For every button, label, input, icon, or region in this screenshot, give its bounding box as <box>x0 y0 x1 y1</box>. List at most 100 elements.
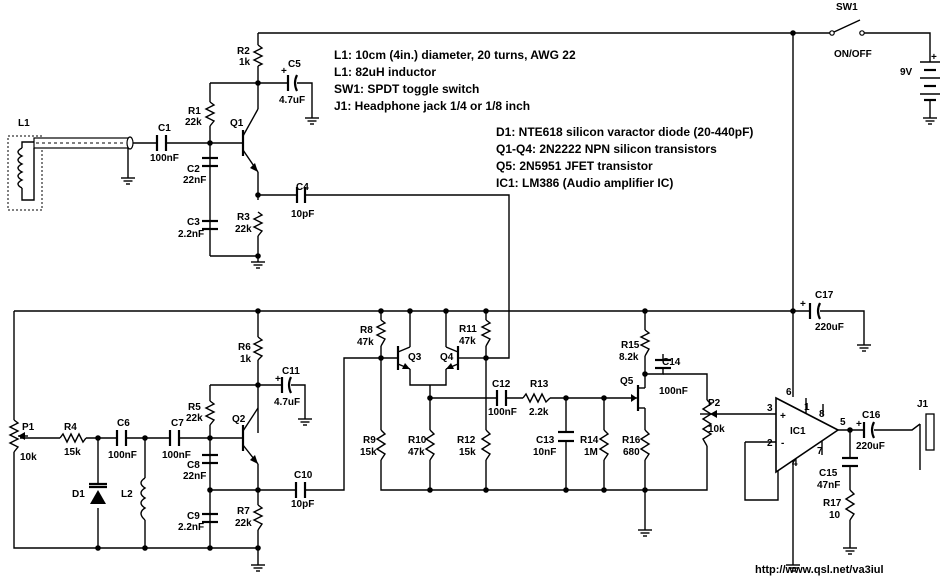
label-c14-value: 100nF <box>659 386 688 397</box>
label-r11: R11 <box>459 324 477 335</box>
label-pin5: 5 <box>840 417 846 428</box>
label-c6: C6 <box>117 418 130 429</box>
c3-symbol <box>202 219 218 231</box>
r11-symbol <box>480 319 492 347</box>
c1-symbol <box>155 135 168 151</box>
ic1-amplifier <box>775 396 840 474</box>
label-battery: 9V <box>900 67 913 78</box>
battery-9v <box>920 61 940 102</box>
label-c8-value: 22nF <box>183 471 206 482</box>
label-pin2: 2 <box>767 438 773 449</box>
label-c17: C17 <box>815 290 834 301</box>
label-r7-value: 22k <box>235 518 252 529</box>
label-r10: R10 <box>408 435 427 446</box>
c16-symbol <box>862 421 875 439</box>
c6-symbol <box>115 430 128 446</box>
r7-symbol <box>252 504 264 531</box>
label-c7: C7 <box>171 418 184 429</box>
note-2: L1: 82uH inductor <box>334 65 436 79</box>
c8-symbol <box>202 453 218 465</box>
label-j1: J1 <box>917 399 929 410</box>
label-c4-value: 10pF <box>291 209 314 220</box>
label-r4-value: 15k <box>64 447 81 458</box>
label-r5: R5 <box>188 402 201 413</box>
j1-jack <box>911 413 935 451</box>
label-r10-value: 47k <box>408 447 425 458</box>
label-p2: P2 <box>708 398 721 409</box>
note-4: J1: Headphone jack 1/4 or 1/8 inch <box>334 99 530 113</box>
label-c3: C3 <box>187 217 200 228</box>
label-c5-plus: + <box>281 66 287 77</box>
label-c12-value: 100nF <box>488 407 517 418</box>
label-pin7: 7 <box>817 446 823 457</box>
note-5: D1: NTE618 silicon varactor diode (20-44… <box>496 125 753 139</box>
label-battery-plus: + <box>931 52 937 63</box>
label-q5: Q5 <box>620 376 634 387</box>
r15-symbol <box>639 329 651 357</box>
r2-symbol <box>252 44 264 67</box>
r3-symbol <box>252 211 264 237</box>
website-url[interactable]: http://www.qsl.net/va3iul <box>755 564 884 576</box>
label-q3: Q3 <box>408 352 422 363</box>
component-labels: R2 1k C5 + 4.7uF R1 22k Q1 L1 C1 100nF C… <box>18 2 937 533</box>
label-c16-plus: + <box>856 419 862 430</box>
label-c11-value: 4.7uF <box>274 397 300 408</box>
note-1: L1: 10cm (4in.) diameter, 20 turns, AWG … <box>334 48 576 62</box>
label-ic1: IC1 <box>790 426 806 437</box>
label-p1-value: 10k <box>20 452 37 463</box>
label-c16: C16 <box>862 410 881 421</box>
label-r9: R9 <box>363 435 376 446</box>
label-p2-value: 10k <box>708 424 725 435</box>
label-sw1: SW1 <box>836 2 858 13</box>
label-c13: C13 <box>536 435 555 446</box>
label-c11-plus: + <box>275 374 281 385</box>
r10-symbol <box>424 429 436 461</box>
label-c9-value: 2.2nF <box>178 522 204 533</box>
label-r17: R17 <box>823 498 842 509</box>
c15-symbol <box>842 456 858 468</box>
c14-symbol <box>655 358 671 370</box>
label-c1-value: 100nF <box>150 153 179 164</box>
r8-symbol <box>375 319 387 347</box>
resistors <box>8 44 856 531</box>
label-p1: P1 <box>22 422 35 433</box>
c10-symbol <box>294 482 307 498</box>
label-r3-value: 22k <box>235 224 252 235</box>
label-r6-value: 1k <box>240 354 252 365</box>
label-r14: R14 <box>580 435 599 446</box>
c11-symbol <box>280 376 292 394</box>
label-r8: R8 <box>360 325 373 336</box>
label-pin4: 4 <box>792 458 798 469</box>
r16-symbol <box>639 429 651 461</box>
q3-symbol <box>396 346 411 370</box>
p1-symbol <box>8 419 20 453</box>
label-c11: C11 <box>282 366 300 377</box>
label-r9-value: 15k <box>360 447 377 458</box>
r5-symbol <box>204 400 216 426</box>
label-r14-value: 1M <box>584 447 598 458</box>
note-6: Q1-Q4: 2N2222 NPN silicon transistors <box>496 142 717 156</box>
r1-symbol <box>204 101 216 127</box>
sw1-switch <box>829 19 865 36</box>
c4-symbol <box>295 187 307 203</box>
label-c7-value: 100nF <box>162 450 191 461</box>
label-r5-value: 22k <box>186 413 203 424</box>
r13-symbol <box>522 392 551 404</box>
label-l2: L2 <box>121 489 133 500</box>
label-pin1: 1 <box>804 402 810 413</box>
label-r15-value: 8.2k <box>619 352 639 363</box>
component-notes: L1: 10cm (4in.) diameter, 20 turns, AWG … <box>334 48 753 190</box>
l2-inductor <box>140 477 147 521</box>
c5-symbol <box>286 74 298 92</box>
junctions <box>95 30 853 551</box>
c2-symbol <box>202 156 218 168</box>
label-ic1-minus: - <box>781 438 784 449</box>
label-r1: R1 <box>188 106 201 117</box>
label-c6-value: 100nF <box>108 450 137 461</box>
label-c3-value: 2.2nF <box>178 229 204 240</box>
label-c10: C10 <box>294 470 313 481</box>
label-c2: C2 <box>187 164 200 175</box>
label-r7: R7 <box>237 506 250 517</box>
label-r16: R16 <box>622 435 641 446</box>
